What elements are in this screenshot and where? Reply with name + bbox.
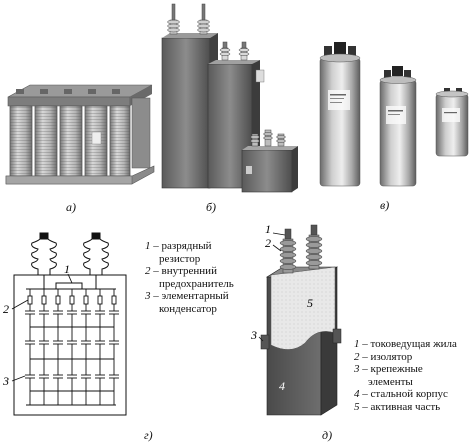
- capacitor-column-4: [67, 289, 77, 405]
- capacitor-column-1: [25, 289, 35, 405]
- caption-a: а): [66, 200, 76, 214]
- caption-d: д): [322, 428, 333, 442]
- capacitor-column-3: [53, 289, 63, 405]
- caption-g: г): [144, 428, 153, 442]
- schematic-callout-1: 1: [64, 262, 70, 276]
- cutaway-callout-2: 2: [265, 236, 271, 250]
- photo-oil-capacitors: [161, 3, 298, 193]
- schematic-legend: 1 – разрядный резистор 2 – внутренний пр…: [145, 240, 234, 315]
- capacitor-column-2: [39, 289, 49, 405]
- photo-capacitor-bank: [5, 84, 155, 185]
- photo-cylindrical-capacitors: [319, 42, 469, 187]
- cutaway-legend-item-2: 2 – изолятор: [354, 350, 413, 363]
- capacitor-column-7: [109, 289, 119, 405]
- cutaway-callout-3: 3: [250, 328, 257, 342]
- schematic-callout-2: 2: [3, 302, 9, 316]
- caption-v: в): [380, 198, 390, 212]
- cutaway-legend-item-4: 4 – стальной корпус: [354, 388, 448, 401]
- cutaway-legend-item-3: 3 – крепежные: [354, 363, 423, 376]
- cutaway-legend: 1 – токоведущая жила 2 – изолятор 3 – кр…: [354, 338, 457, 413]
- caption-b: б): [206, 200, 217, 214]
- schematic-legend-item-3: 3 – элементарный: [145, 290, 229, 303]
- cutaway-legend-item-1: 1 – токоведущая жила: [354, 338, 457, 350]
- cutaway-legend-item-5: 5 – активная часть: [354, 400, 441, 413]
- cutaway-capacitor: 1 2 3 4 5: [250, 222, 342, 416]
- schematic-tank: [13, 274, 127, 416]
- cutaway-callout-1: 1: [265, 222, 271, 236]
- cutaway-callout-5: 5: [307, 296, 313, 310]
- schematic-callout-3: 3: [2, 374, 9, 388]
- schematic-legend-item-1: 1 – разрядный: [145, 240, 212, 252]
- capacitor-column-5: [81, 289, 91, 405]
- schematic-internal: 1 2 3: [2, 232, 127, 416]
- cutaway-callout-4: 4: [279, 379, 285, 393]
- capacitor-column-6: [95, 289, 105, 405]
- schematic-legend-item-2: 2 – внутренний: [145, 265, 217, 278]
